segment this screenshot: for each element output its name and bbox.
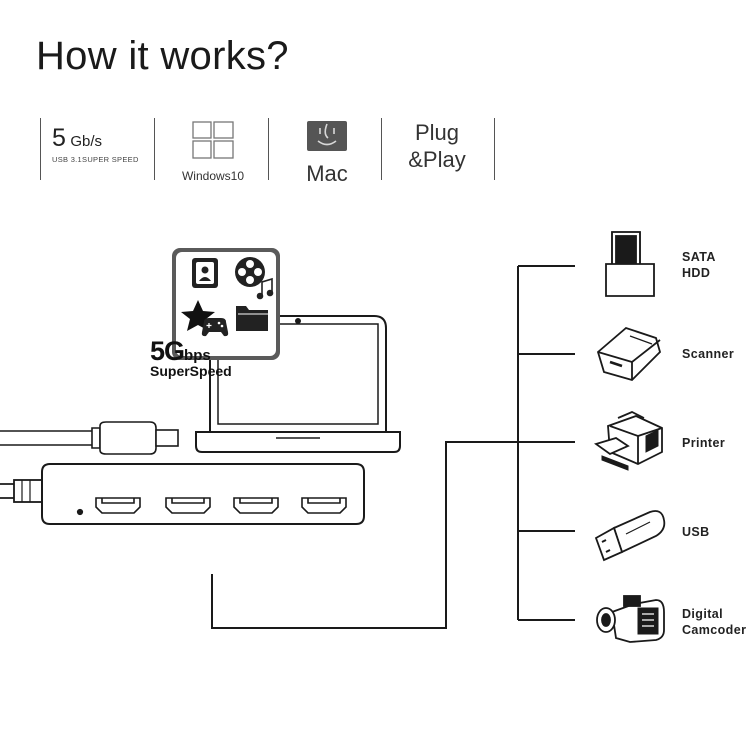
camcorder-icon [596,595,665,643]
device-label-camcorder: Digital Camcoder [682,606,746,638]
mac-finder-icon [307,121,347,151]
feature-plug-play: Plug &Play [398,119,476,173]
divider [40,118,41,180]
usb-stick-icon [594,510,666,562]
contacts-icon [192,258,218,288]
plug-label: Plug [414,120,460,145]
scanner-icon [596,326,662,382]
windows-logo-icon [192,121,234,159]
printer-icon [593,411,663,471]
device-label-line: HDD [682,266,711,280]
page-title: How it works? [36,34,289,78]
device-label-line: USB [682,525,710,539]
music-note-icon [256,277,274,300]
device-label-printer: Printer [682,435,725,451]
connection-lines [211,265,575,629]
film-reel-icon [235,257,265,287]
speed-badge: 5Gbps SuperSpeed [150,336,232,379]
divider [494,118,495,180]
folder-icon [236,306,268,331]
device-label-scanner: Scanner [682,346,734,362]
badge-unit: bps [184,347,211,364]
screen-tile [172,248,280,360]
speed-unit: Gb/s [70,133,103,150]
device-label-hdd: SATA HDD [682,249,716,281]
device-label-usb: USB [682,524,710,540]
speed-value: 5 [52,124,66,152]
feature-windows: Windows10 [170,120,256,183]
feature-mac: Mac [290,120,364,187]
windows-label: Windows10 [181,169,245,183]
device-label-line: Scanner [682,347,735,361]
badge-value: 5G [150,336,185,366]
device-label-line: Digital [682,607,723,621]
divider [381,118,382,180]
badge-caption: SuperSpeed [150,363,232,379]
hdd-dock-icon [605,231,655,297]
device-label-line: Printer [682,436,726,450]
device-label-line: SATA [682,250,716,264]
divider [154,118,155,180]
usb-cable-icon [0,421,179,455]
feature-speed: 5 Gb/s USB 3.1SUPER SPEED [52,124,139,164]
divider [268,118,269,180]
mac-label: Mac [306,161,348,186]
device-label-line: Camcoder [682,623,747,637]
play-label: &Play [408,147,466,172]
usb-hub-icon [0,463,365,525]
gamepad-icon [201,318,229,337]
speed-caption: USB 3.1SUPER SPEED [52,155,139,164]
